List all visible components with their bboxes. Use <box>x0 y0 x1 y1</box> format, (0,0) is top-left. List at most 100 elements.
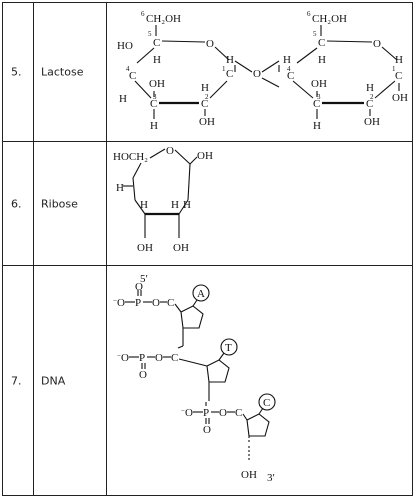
ribose-structure: HOCH₂ O OH H H H H OH OH <box>113 145 213 254</box>
atom-label: H <box>226 54 234 66</box>
atom-label: C <box>153 37 160 49</box>
base-circle <box>258 393 276 411</box>
atom-label: OH <box>149 78 165 90</box>
minus-sign: − <box>117 352 121 360</box>
atom-label: H <box>116 182 124 194</box>
atom-label: H <box>395 54 403 66</box>
atom-label: P <box>139 352 145 364</box>
row-name: DNA <box>41 374 66 388</box>
atom-label: OH <box>392 92 408 104</box>
carbon-label: 2 <box>370 93 374 101</box>
carbon-label: 6 <box>141 10 145 18</box>
atom-label: H <box>140 199 148 211</box>
atom-label: H <box>318 54 326 66</box>
three-prime-label: 3′ <box>267 472 275 484</box>
structure-cell: 5′ − O P O O C <box>107 266 412 496</box>
row-number: 5. <box>11 65 22 79</box>
carbon-label: 5 <box>148 30 152 38</box>
carbon-label: 6 <box>307 10 311 18</box>
row-name-cell: Ribose <box>34 142 107 265</box>
atom-label: C <box>318 37 325 49</box>
atom-label: C <box>395 70 402 82</box>
atom-label: OH <box>364 116 380 128</box>
atom-label: P <box>135 297 141 309</box>
atom-label: H <box>313 120 321 132</box>
atom-label: H <box>183 199 191 211</box>
atom-label: C <box>313 98 320 110</box>
atom-label: H <box>171 199 179 211</box>
table-row-ribose: 6. Ribose HOCH₂ O OH H H H <box>3 142 412 266</box>
row-number-cell: 6. <box>3 142 34 265</box>
atom-label: H <box>201 82 209 94</box>
atom-label: OH <box>173 242 189 254</box>
row-name-cell: Lactose <box>34 3 107 141</box>
atom-label: O <box>185 407 193 419</box>
five-prime-label: 5′ <box>140 273 148 285</box>
row-number: 6. <box>11 197 22 210</box>
carbon-label: 3 <box>317 93 321 101</box>
nucleotide: − O P O O C A <box>113 281 210 346</box>
atom-label: C <box>366 98 373 110</box>
atom-label: C <box>167 297 174 309</box>
atom-label: C <box>171 352 178 364</box>
carbon-label: 5 <box>313 30 317 38</box>
glycosidic-bridge: O <box>234 60 280 88</box>
atom-label: C <box>201 98 208 110</box>
row-name: Lactose <box>41 65 84 79</box>
atom-label: HO <box>117 40 133 52</box>
lactose-right-ring: 6 CH₂OH 5 C O H 4 C H H 1 C <box>283 10 408 132</box>
atom-label: O <box>219 407 227 419</box>
atom-label: O <box>206 38 214 50</box>
atom-label: O <box>253 68 261 80</box>
atom-label: C <box>235 407 242 419</box>
minus-sign: − <box>181 407 185 415</box>
base-label: T <box>225 342 232 354</box>
atom-label: O <box>139 369 147 381</box>
carbon-label: 4 <box>126 65 130 73</box>
atom-label: OH <box>137 242 153 254</box>
base-circle <box>220 338 238 356</box>
lactose-structure: 6 CH₂OH 5 C O 1 C HO H H 4 C H <box>117 10 408 132</box>
atom-label: H <box>283 54 291 66</box>
row-name: Ribose <box>41 197 78 210</box>
atom-label: O <box>155 352 163 364</box>
carbohydrate-table: 5. Lactose 6 CH₂OH 5 C O 1 C <box>2 2 413 496</box>
atom-label: P <box>203 407 209 419</box>
row-name-cell: DNA <box>34 266 107 496</box>
base-label: C <box>263 397 270 409</box>
base-label: A <box>197 288 205 300</box>
terminal-oh: OH <box>241 469 257 481</box>
atom-label: C <box>129 70 136 82</box>
atom-label: O <box>117 297 125 309</box>
structure-cell: HOCH₂ O OH H H H H OH OH <box>107 142 412 265</box>
atom-label: O <box>152 297 160 309</box>
atom-label: O <box>121 352 129 364</box>
atom-label: OH <box>311 78 327 90</box>
atom-label: OH <box>199 116 215 128</box>
table-row-lactose: 5. Lactose 6 CH₂OH 5 C O 1 C <box>3 3 412 142</box>
structure-cell: 6 CH₂OH 5 C O 1 C HO H H 4 C H <box>107 3 412 141</box>
base-circle <box>192 284 210 302</box>
atom-label: O <box>135 281 143 293</box>
minus-sign: − <box>113 297 117 305</box>
nucleotide: − O P O O C C <box>181 393 276 462</box>
atom-label: H <box>119 93 127 105</box>
row-number-cell: 7. <box>3 266 34 496</box>
row-number: 7. <box>11 374 22 388</box>
atom-label: OH <box>197 150 213 162</box>
atom-label: O <box>203 424 211 436</box>
atom-label: HOCH₂ <box>113 151 148 163</box>
carbon-label: 1 <box>392 65 396 73</box>
row-number-cell: 5. <box>3 3 34 141</box>
atom-label: H <box>153 54 161 66</box>
carbon-label: 1 <box>222 65 226 73</box>
carbon-label: 2 <box>205 93 209 101</box>
carbon-label: 3 <box>153 93 157 101</box>
atom-label: C <box>150 98 157 110</box>
atom-label: CH₂OH <box>312 13 347 25</box>
nucleotide: − O P O O C T <box>117 338 238 401</box>
atom-label: H <box>366 82 374 94</box>
lactose-left-ring: 6 CH₂OH 5 C O 1 C HO H H 4 C H <box>117 10 234 132</box>
atom-label: O <box>373 38 381 50</box>
carbon-label: 4 <box>287 65 291 73</box>
